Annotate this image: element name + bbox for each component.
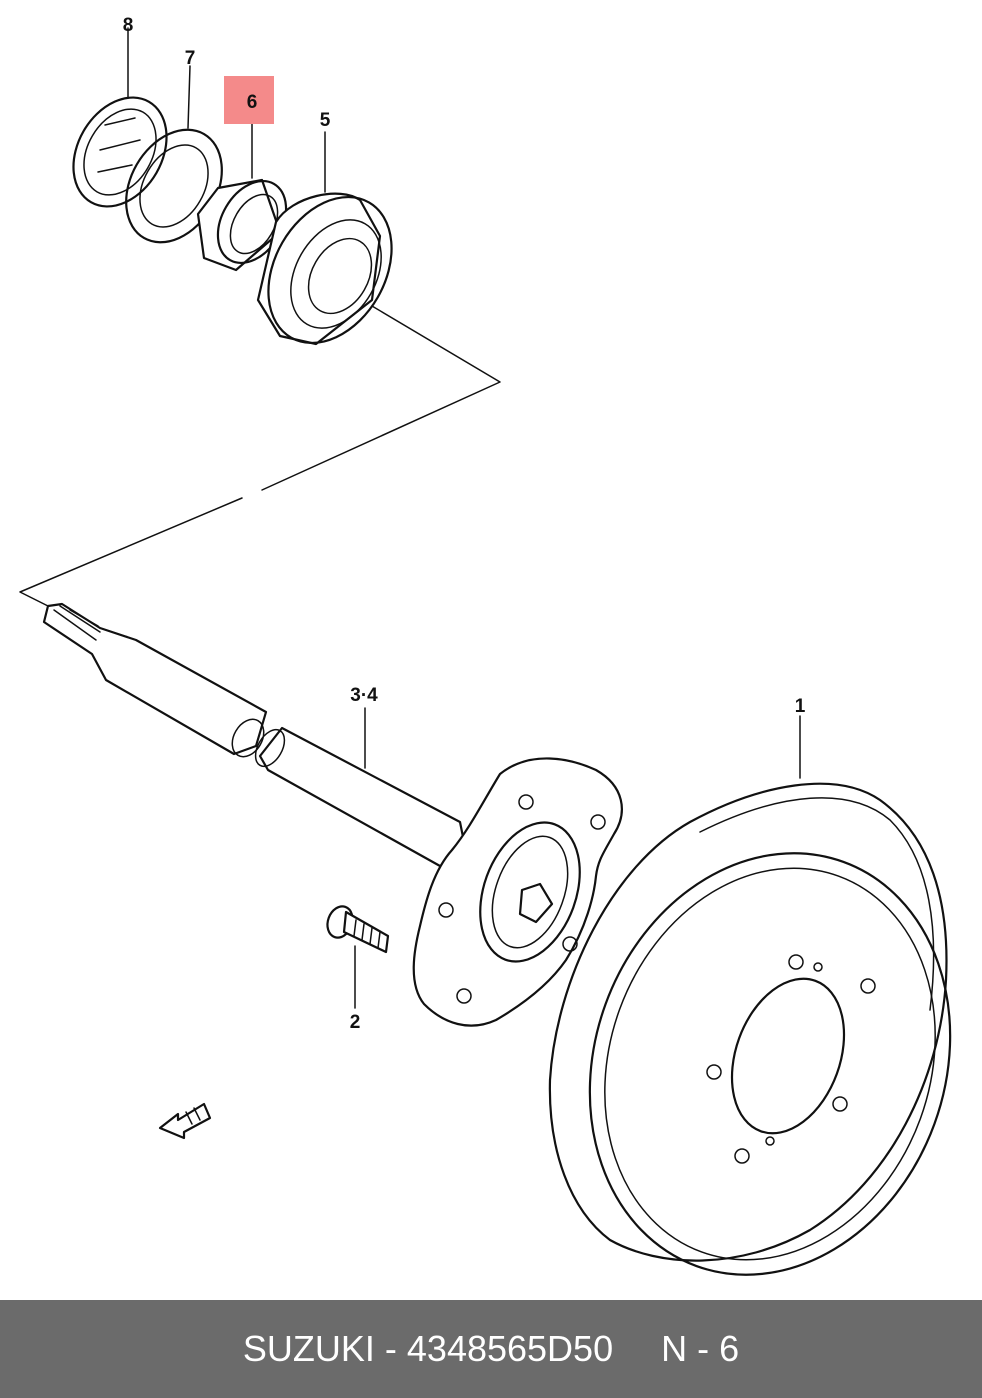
part-2-wheel-stud (326, 905, 390, 1009)
group-outline-lower (19, 497, 243, 607)
group-outline (261, 305, 501, 491)
label-6: 6 (247, 92, 258, 113)
hub-flange (412, 757, 623, 1027)
label-8: 8 (123, 15, 134, 36)
front-arrow-icon (158, 1102, 212, 1140)
label-1: 1 (795, 696, 806, 717)
part-5-bearing (256, 131, 393, 346)
part-number-text: SUZUKI - 4348565D50 (242, 1328, 614, 1369)
label-2: 2 (350, 1012, 361, 1033)
part-1-brake-drum (548, 715, 952, 1276)
label-7: 7 (185, 48, 196, 69)
exploded-parts-diagram: 8 7 6 5 3·4 1 2 (19, 15, 952, 1276)
label-5: 5 (320, 110, 331, 131)
position-text: N - 6 (661, 1328, 740, 1369)
part-34-axle-shaft (42, 602, 468, 868)
part-8-oil-seal (72, 27, 168, 208)
label-3-4: 3·4 (350, 685, 378, 706)
highlight-box (224, 76, 274, 124)
part-number-footer: SUZUKI - 4348565D50 N - 6 (0, 1300, 982, 1398)
